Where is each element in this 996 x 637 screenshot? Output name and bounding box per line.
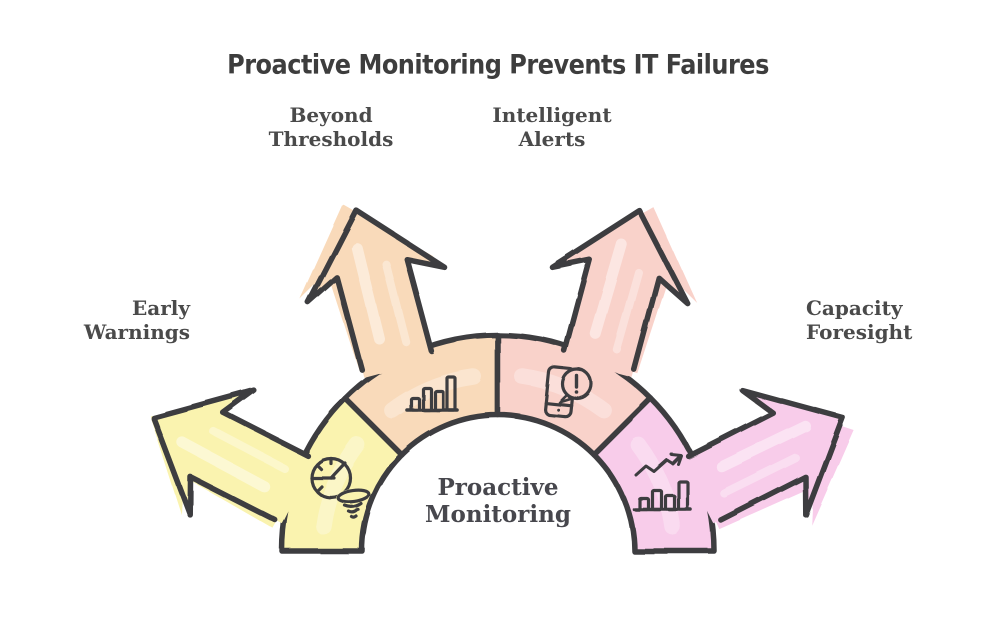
page-title: Proactive Monitoring Prevents IT Failure…: [227, 49, 769, 81]
arrow-capacity-foresight: [681, 387, 846, 524]
label-capacity-foresight: Capacity Foresight: [806, 296, 976, 344]
arrows: [150, 207, 846, 524]
label-beyond-thresholds: Beyond Thresholds: [221, 103, 441, 151]
arrow-outline: [306, 207, 447, 373]
center-label: Proactive Monitoring: [398, 474, 598, 528]
streak: [630, 437, 681, 535]
radar-tornado-icon: [309, 456, 371, 520]
label-intelligent-alerts: Intelligent Alerts: [442, 103, 662, 151]
label-line: Thresholds: [268, 127, 394, 151]
label-line: Beyond: [289, 103, 373, 127]
label-early-warnings: Early Warnings: [30, 296, 190, 344]
arrow-early-warnings: [150, 387, 315, 524]
center-label-line: Monitoring: [425, 501, 571, 528]
icons: [309, 365, 692, 520]
arrow-fill: [308, 210, 445, 378]
streak: [716, 420, 812, 473]
label-line: Intelligent: [492, 103, 612, 127]
bar-chart-icon: [405, 375, 459, 412]
label-line: Warnings: [83, 320, 190, 344]
arrow-fill: [551, 210, 688, 378]
arrow-outline: [549, 207, 690, 373]
arrow-fill: [153, 390, 315, 524]
streak: [720, 454, 800, 498]
label-line: Foresight: [806, 320, 913, 344]
arrow-beyond-thresholds: [306, 207, 447, 378]
streak: [589, 238, 627, 339]
label-line: Alerts: [518, 127, 586, 151]
streak: [209, 427, 289, 473]
streak: [176, 436, 270, 492]
streak: [351, 243, 386, 345]
arrow-outline: [685, 387, 846, 523]
label-line: Capacity: [806, 296, 903, 320]
phone-alert-icon: [543, 365, 594, 419]
streak: [315, 437, 366, 535]
label-line: Early: [132, 296, 190, 320]
streak: [382, 260, 411, 347]
arrow-intelligent-alerts: [549, 207, 690, 378]
center-label-line: Proactive: [437, 474, 559, 501]
trend-chart-icon: [632, 453, 692, 511]
arrow-outline: [150, 387, 311, 523]
streak: [612, 268, 643, 354]
